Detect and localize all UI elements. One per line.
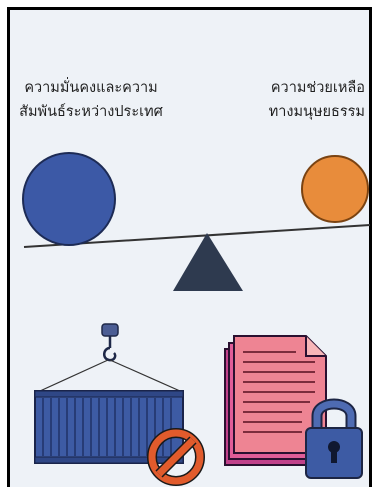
shipping-container-icon — [34, 390, 184, 464]
triangle-fulcrum-icon — [173, 233, 243, 291]
illustration-frame: ความมั่นคงและความ สัมพันธ์ระหว่างประเทศ … — [7, 7, 372, 487]
security-relations-label: ความมั่นคงและความ สัมพันธ์ระหว่างประเทศ — [16, 76, 166, 124]
blue-ball-icon — [22, 152, 116, 246]
prohibition-icon — [147, 428, 205, 486]
illustration-art — [22, 152, 371, 486]
humanitarian-aid-label: ความช่วยเหลือ ทางมนุษยธรรม — [255, 76, 365, 124]
orange-ball-icon — [301, 155, 369, 223]
crane-hook-icon — [39, 323, 181, 392]
security-relations-label-line2: สัมพันธ์ระหว่างประเทศ — [19, 104, 163, 120]
humanitarian-aid-label-line1: ความช่วยเหลือ — [270, 80, 365, 96]
padlock-icon — [305, 398, 363, 479]
document-icon — [224, 335, 327, 466]
humanitarian-aid-label-line2: ทางมนุษยธรรม — [268, 104, 365, 120]
security-relations-label-line1: ความมั่นคงและความ — [24, 80, 158, 96]
